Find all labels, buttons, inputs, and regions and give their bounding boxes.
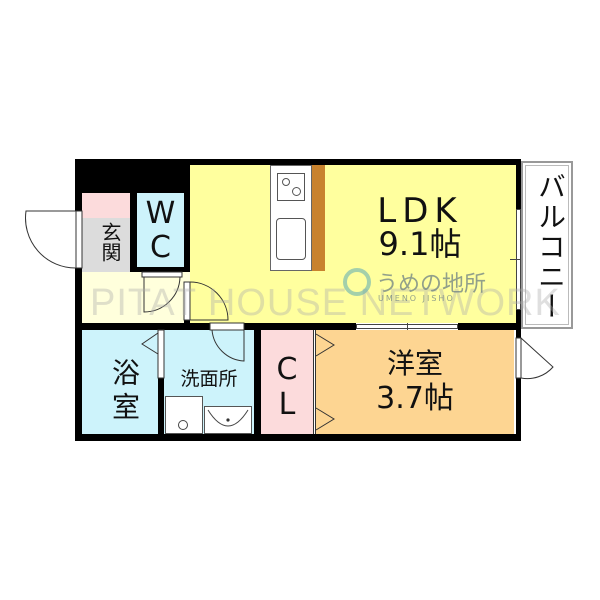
wall-middle-horizontal-1 bbox=[75, 323, 210, 330]
balcony-inner bbox=[525, 165, 569, 325]
wall-entrance-right bbox=[130, 193, 137, 272]
wc-label-c: C bbox=[150, 230, 171, 265]
entrance bbox=[82, 218, 130, 272]
western-room-size: 3.7帖 bbox=[376, 381, 454, 416]
wall-left-upper bbox=[75, 159, 82, 211]
wall-middle-horizontal-3 bbox=[458, 323, 521, 330]
burner-icon bbox=[292, 187, 301, 196]
bath-door-icon[interactable] bbox=[136, 329, 165, 379]
watermark-pitat: PITAT HOUSE NETWORK bbox=[90, 282, 561, 324]
wall-wc-right bbox=[184, 193, 190, 272]
wall-bottom bbox=[75, 434, 521, 441]
entrance-label: 玄関 bbox=[98, 222, 122, 262]
balcony bbox=[521, 161, 573, 329]
kitchen-wall-panel bbox=[312, 165, 325, 271]
stove-icon bbox=[277, 173, 305, 201]
ldk-size: 9.1帖 bbox=[378, 225, 462, 263]
logo-en: UMENO JISHO bbox=[378, 294, 455, 303]
logo-jp: うめの地所 bbox=[376, 272, 487, 297]
western-room-name: 洋室 bbox=[386, 347, 443, 380]
ldk-door-icon[interactable] bbox=[183, 281, 230, 324]
wall-right-upper bbox=[516, 159, 521, 209]
washbasin bbox=[204, 406, 252, 434]
ldk-room bbox=[190, 165, 516, 323]
wall-bath-right bbox=[158, 378, 164, 438]
bath-label: 浴室 bbox=[108, 358, 141, 426]
hallway bbox=[82, 272, 190, 323]
closet-door-icon[interactable] bbox=[315, 332, 338, 432]
wall-right-lower bbox=[516, 378, 521, 438]
washroom-label: 洗面所 bbox=[180, 368, 238, 390]
sliding-door-divider bbox=[407, 323, 408, 330]
bath-room bbox=[82, 330, 158, 434]
ldk-name: LDK bbox=[377, 191, 463, 231]
washroom-door-icon[interactable] bbox=[209, 322, 246, 363]
balcony-label: バルコニー bbox=[534, 172, 567, 322]
balcony-door-icon[interactable] bbox=[515, 337, 556, 380]
logo-ring-icon bbox=[343, 268, 371, 296]
wall-left-lower bbox=[75, 268, 82, 440]
shoe-box bbox=[82, 193, 130, 218]
closet-label-l: L bbox=[278, 387, 296, 422]
wall-wash-right bbox=[254, 323, 261, 438]
closet-room bbox=[261, 330, 313, 434]
burner-icon bbox=[282, 178, 290, 186]
drain-icon bbox=[178, 420, 188, 430]
wall-top bbox=[75, 159, 521, 165]
sink-icon bbox=[207, 409, 249, 427]
wall-closet-right bbox=[313, 330, 316, 434]
wc-label-w: W bbox=[145, 196, 176, 231]
wall-wc-bottom bbox=[137, 267, 190, 272]
kitchen-sink-icon bbox=[276, 218, 306, 260]
closet-label-c: C bbox=[276, 352, 298, 387]
wc-door-icon[interactable] bbox=[141, 271, 183, 313]
balcony-window-divider bbox=[510, 259, 521, 260]
western-room bbox=[316, 330, 514, 434]
wall-middle-horizontal-2 bbox=[244, 323, 356, 330]
wc-room bbox=[137, 193, 184, 267]
entrance-door-icon[interactable] bbox=[25, 210, 83, 270]
